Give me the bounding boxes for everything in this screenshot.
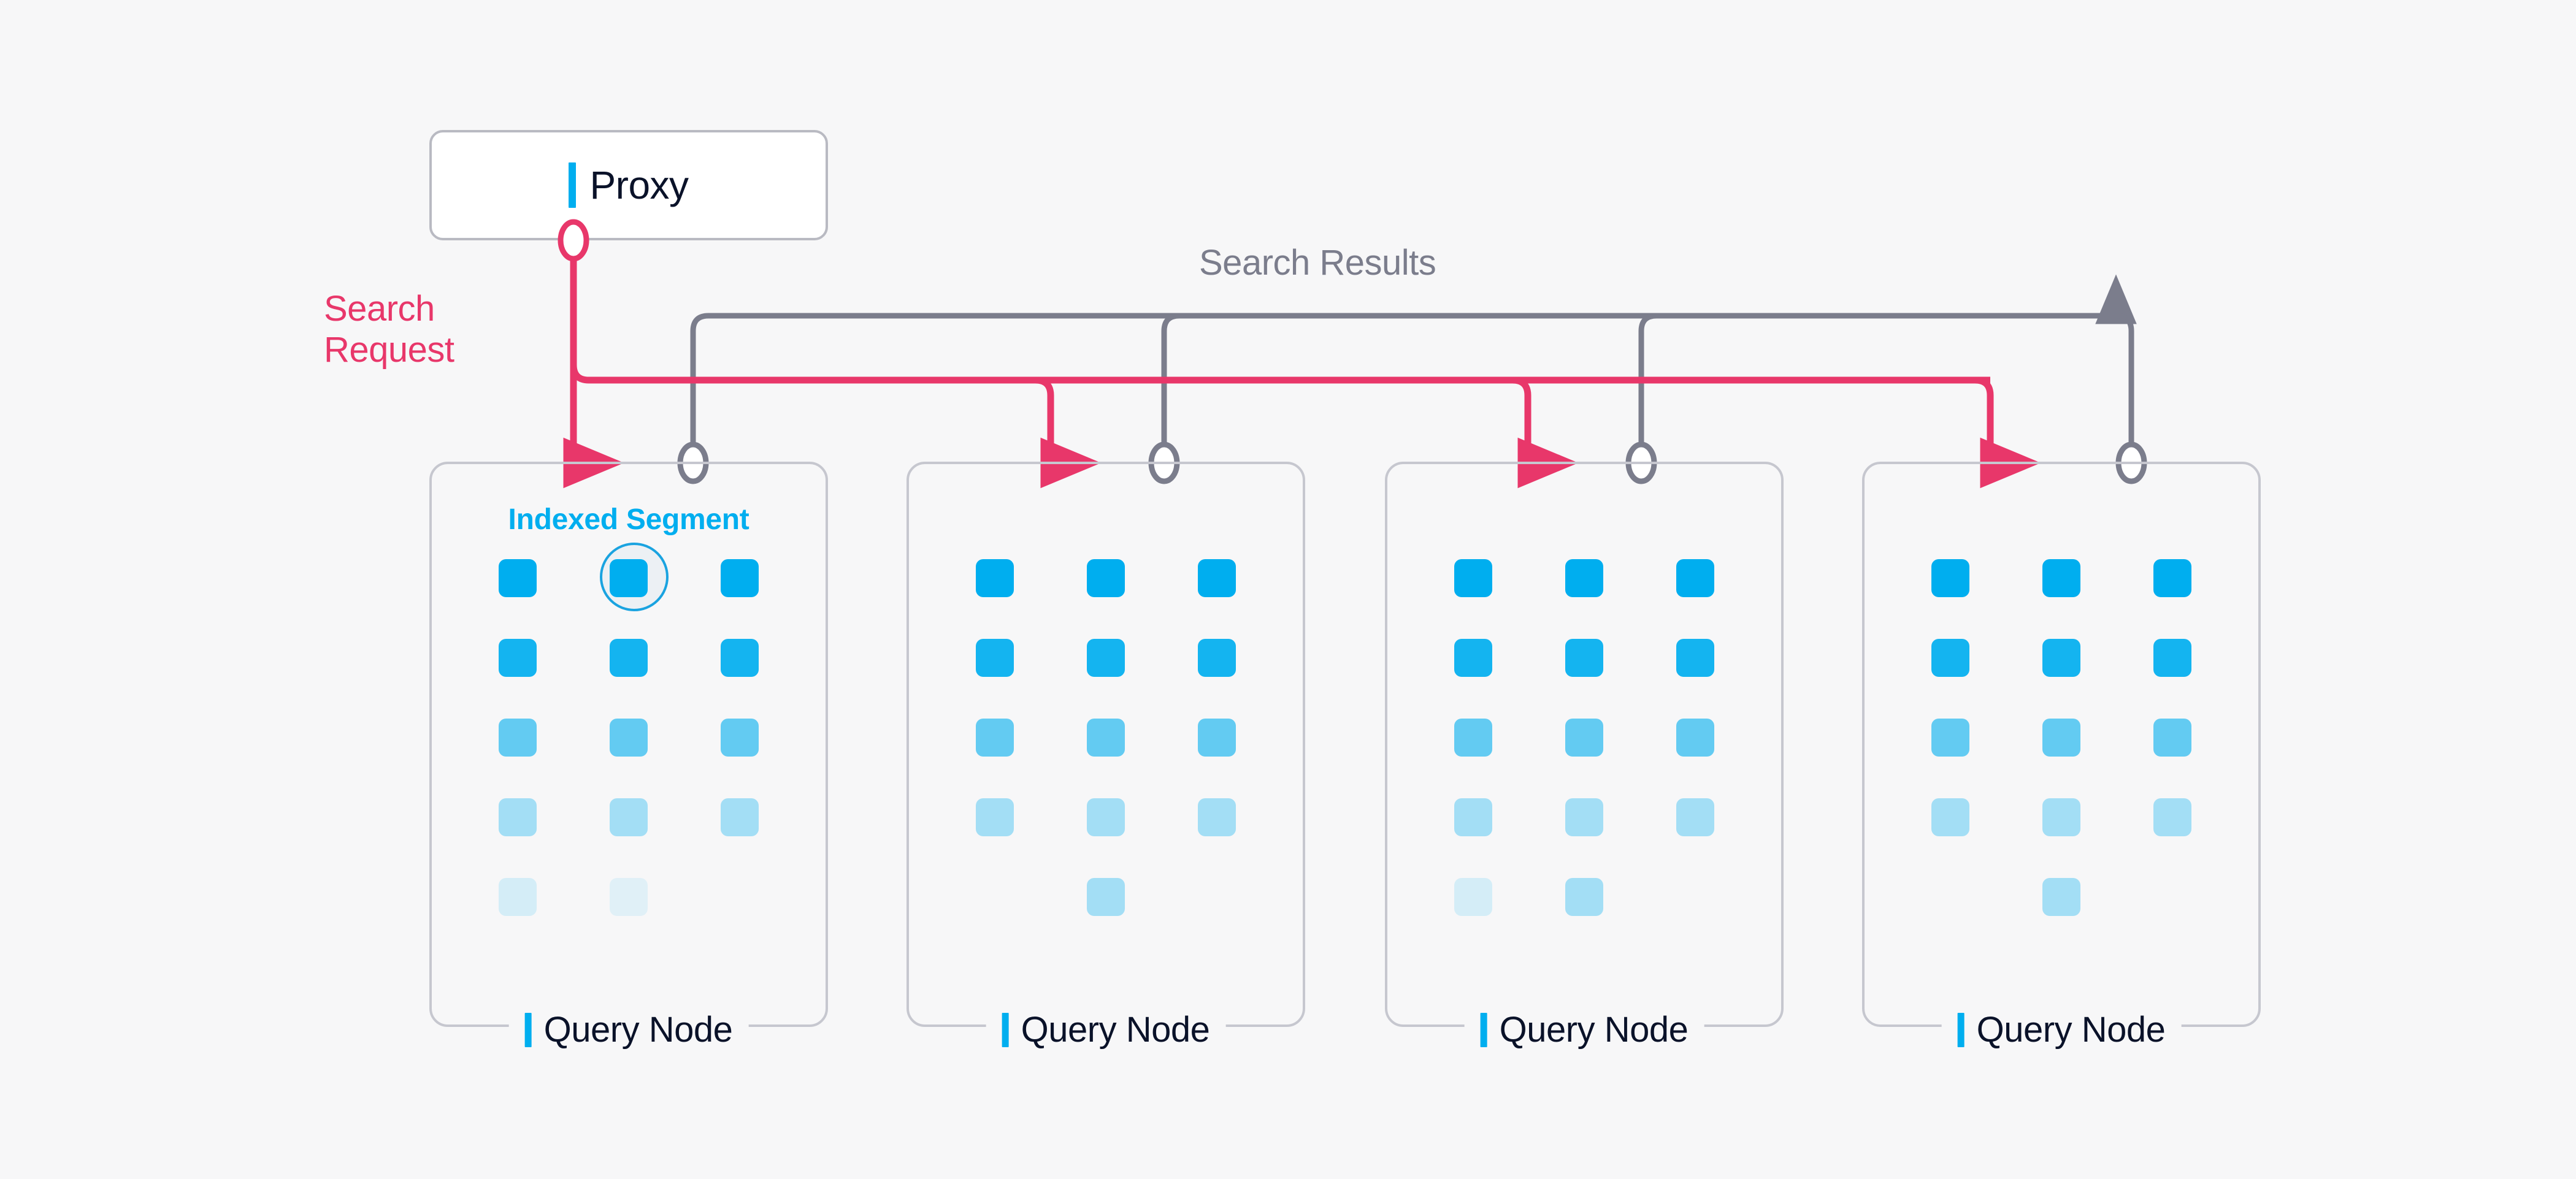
indexed-segment-title: Indexed Segment <box>508 503 749 536</box>
proxy-label: Proxy <box>589 163 689 207</box>
indexed-segment-cell <box>499 798 537 836</box>
indexed-segment-cell <box>976 639 1014 677</box>
query-node-label-3: Query Node <box>1464 1009 1704 1050</box>
indexed-segment-cell <box>1676 798 1714 836</box>
indexed-segment-cell <box>1197 639 1236 677</box>
indexed-segment-cell <box>976 798 1014 836</box>
indexed-segment-cell <box>976 719 1014 757</box>
indexed-segment-cell <box>1931 719 1970 757</box>
query-node-card-2[interactable]: Query Node <box>907 462 1305 1050</box>
indexed-segment-cell <box>609 798 648 836</box>
indexed-segment-cell <box>1197 798 1236 836</box>
indexed-segment-cell <box>1565 559 1603 597</box>
search-request-label-line2: Request <box>324 330 454 370</box>
node-accent-bar <box>524 1012 532 1047</box>
indexed-segment-cell <box>2042 559 2080 597</box>
indexed-segment-cell <box>1931 639 1970 677</box>
indexed-segment-cell <box>2153 798 2191 836</box>
indexed-segment-cell <box>1565 878 1603 916</box>
indexed-segment-cell <box>1454 878 1493 916</box>
indexed-segment-cell <box>976 559 1014 597</box>
indexed-segment-cell <box>1676 639 1714 677</box>
indexed-segment-cell <box>2153 639 2191 677</box>
proxy-accent-bar <box>569 162 577 208</box>
indexed-segment-cell <box>1454 719 1493 757</box>
indexed-segment-cell <box>720 559 759 597</box>
indexed-segment-cell <box>1454 559 1493 597</box>
indexed-segment-cell <box>1197 559 1236 597</box>
indexed-segment-cell <box>1086 878 1125 916</box>
query-node-label-text: Query Node <box>1976 1010 2166 1050</box>
indexed-segment-cell <box>720 639 759 677</box>
indexed-segment-cell <box>609 559 648 597</box>
indexed-segment-cell <box>1454 798 1493 836</box>
indexed-segment-cell <box>2042 798 2080 836</box>
indexed-segment-cell <box>2042 639 2080 677</box>
node-accent-bar <box>1002 1012 1009 1047</box>
query-node-card-3[interactable]: Query Node <box>1385 462 1784 1050</box>
indexed-segment-cell <box>720 798 759 836</box>
segment-grid-4 <box>1895 559 2228 916</box>
indexed-segment-cell <box>609 719 648 757</box>
indexed-segment-cell <box>499 559 537 597</box>
segment-grid-2 <box>940 559 1272 916</box>
indexed-segment-cell <box>1931 798 1970 836</box>
proxy-box[interactable]: Proxy <box>429 130 828 240</box>
segment-grid-3 <box>1418 559 1750 916</box>
indexed-segment-cell <box>1676 719 1714 757</box>
query-node-card-4[interactable]: Query Node <box>1862 462 2261 1050</box>
query-node-label-text: Query Node <box>1021 1010 1210 1050</box>
search-request-label: Search Request <box>324 288 569 371</box>
indexed-segment-cell <box>1086 559 1125 597</box>
indexed-segment-cell <box>1565 798 1603 836</box>
search-results-lines <box>690 274 2137 466</box>
search-request-label-line1: Search <box>324 289 435 329</box>
indexed-segment-cell <box>499 639 537 677</box>
indexed-segment-cell <box>499 719 537 757</box>
indexed-segment-cell <box>1086 719 1125 757</box>
query-node-card-1[interactable]: Indexed Segment Query Node <box>429 462 828 1050</box>
segment-grid-1 <box>462 559 795 916</box>
indexed-segment-cell <box>1086 798 1125 836</box>
indexed-segment-cell <box>2042 719 2080 757</box>
query-node-label-text: Query Node <box>1499 1010 1689 1050</box>
indexed-segment-cell <box>1565 639 1603 677</box>
indexed-segment-cell <box>1086 639 1125 677</box>
node-accent-bar <box>1480 1012 1487 1047</box>
indexed-segment-cell <box>720 719 759 757</box>
indexed-segment-cell <box>609 639 648 677</box>
indexed-segment-cell <box>499 878 537 916</box>
indexed-segment-cell <box>2153 559 2191 597</box>
node-accent-bar <box>1957 1012 1965 1047</box>
indexed-segment-cell <box>1676 559 1714 597</box>
indexed-segment-cell <box>609 878 648 916</box>
indexed-segment-cell <box>1565 719 1603 757</box>
search-results-label: Search Results <box>1199 243 1436 283</box>
indexed-segment-cell <box>2153 719 2191 757</box>
indexed-segment-cell <box>2042 878 2080 916</box>
query-node-label-text: Query Node <box>543 1010 733 1050</box>
query-node-label-4: Query Node <box>1941 1009 2182 1050</box>
indexed-segment-cell <box>1197 719 1236 757</box>
query-node-label-2: Query Node <box>986 1009 1226 1050</box>
query-node-label-1: Query Node <box>508 1009 749 1050</box>
indexed-segment-cell <box>1931 559 1970 597</box>
indexed-segment-cell <box>1454 639 1493 677</box>
